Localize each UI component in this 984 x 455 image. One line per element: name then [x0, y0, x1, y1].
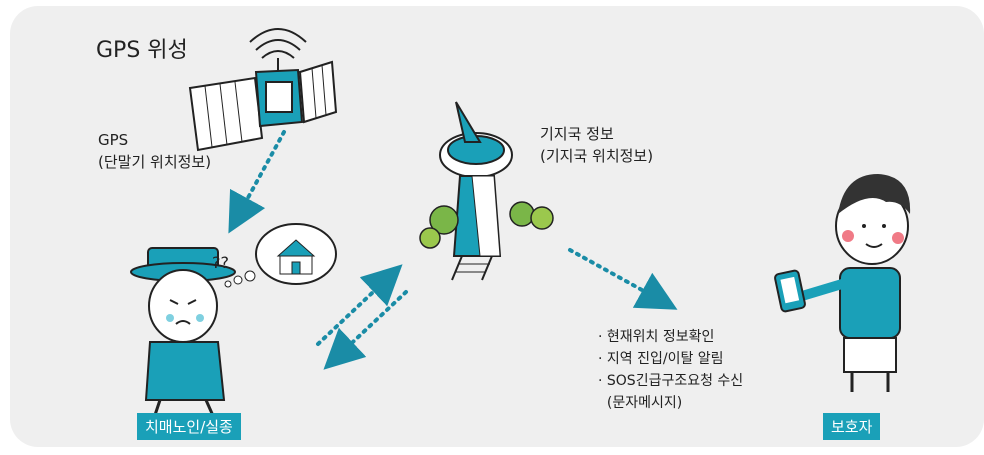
notice-item: (문자메시지)	[598, 395, 683, 411]
thought-bubble-house-icon	[224, 223, 337, 288]
gps-label-line: (단말기 위치정보)	[98, 153, 212, 171]
elder-badge: 치매노인/실종	[137, 413, 241, 440]
base-station-label-line: 기지국 정보	[540, 125, 614, 143]
guardian-badge: 보호자	[823, 413, 881, 440]
notice-item: · 지역 진입/이탈 알림	[598, 351, 724, 367]
elder-person-illustration	[130, 247, 236, 419]
base-station-label: 기지국 정보 (기지국 위치정보)	[540, 123, 653, 167]
base-station-icon	[419, 101, 554, 281]
gps-label: GPS (단말기 위치정보)	[98, 129, 211, 173]
gps-label-line: GPS	[98, 131, 129, 149]
question-marks: ??	[212, 253, 229, 272]
satellite-icon	[188, 28, 338, 152]
base-station-label-line: (기지국 위치정보)	[540, 147, 654, 165]
downlink-arrow	[323, 290, 408, 370]
notice-item: · SOS긴급구조요청 수신	[598, 373, 744, 389]
uplink-arrow	[316, 264, 403, 346]
gps-arrow	[228, 130, 286, 234]
guardian-person-illustration	[774, 174, 911, 392]
satellite-title: GPS 위성	[96, 38, 188, 63]
guardian-notice-list: · 현재위치 정보확인 · 지역 진입/이탈 알림 · SOS긴급구조요청 수신…	[598, 326, 743, 414]
notify-arrow	[568, 248, 678, 310]
notice-item: · 현재위치 정보확인	[598, 329, 715, 345]
